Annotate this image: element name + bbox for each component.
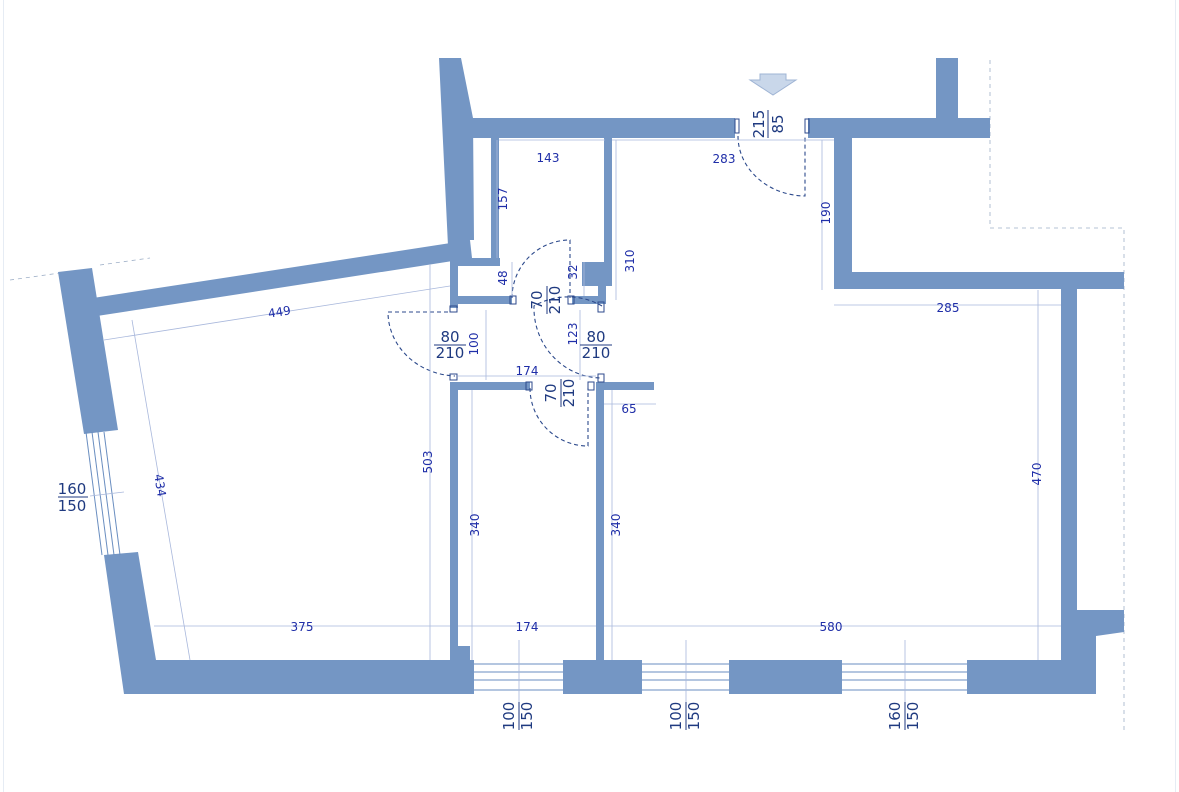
dimension-lines <box>89 139 1061 702</box>
wall-right-vertical <box>1061 288 1077 618</box>
dim-340-left: 340 <box>468 514 482 537</box>
dim-285: 285 <box>937 301 960 315</box>
wall-diagonal-top <box>93 240 472 316</box>
wall-bottom-pier-1 <box>563 660 642 694</box>
wall-top-right <box>808 118 990 138</box>
window-bottom-1-label: 100 150 <box>500 702 536 731</box>
svg-text:80: 80 <box>440 328 459 346</box>
windows <box>85 431 967 691</box>
wall-main-room-top <box>596 382 654 390</box>
dim-123: 123 <box>566 323 580 346</box>
door-bath-swing <box>509 239 575 305</box>
page-frame-left <box>3 0 4 792</box>
wall-bath-bottom-left <box>456 296 512 304</box>
svg-text:160: 160 <box>886 702 904 731</box>
svg-text:80: 80 <box>586 328 605 346</box>
wall-hall-top <box>491 136 499 261</box>
door-left-room-label: 80 210 <box>434 328 466 362</box>
wall-top-left <box>470 118 735 138</box>
wall-core-vertical <box>834 136 852 288</box>
entrance-door-swing <box>734 118 810 197</box>
svg-text:150: 150 <box>58 497 87 515</box>
wall-stub-1 <box>582 262 610 286</box>
wall-partition-left <box>450 382 458 660</box>
window-bottom-1 <box>474 663 563 691</box>
window-bottom-3 <box>842 663 967 691</box>
dim-157: 157 <box>496 188 510 211</box>
door-small-room-swing <box>525 381 595 447</box>
svg-text:150: 150 <box>518 702 536 731</box>
dim-32: 32 <box>566 264 580 279</box>
wall-inner-left <box>450 262 458 308</box>
dim-580: 580 <box>820 620 843 634</box>
svg-text:70: 70 <box>528 290 546 309</box>
dim-375: 375 <box>291 620 314 634</box>
door-swings <box>387 118 810 447</box>
dim-283: 283 <box>713 152 736 166</box>
svg-text:150: 150 <box>685 702 703 731</box>
wall-top-stub <box>936 58 958 120</box>
wall-left-upper <box>58 268 118 434</box>
dim-174-bottom: 174 <box>516 620 539 634</box>
dim-470: 470 <box>1030 463 1044 486</box>
svg-text:100: 100 <box>667 702 685 731</box>
door-bath-label: 70 210 <box>528 286 564 315</box>
door-main-swing <box>533 296 605 383</box>
dim-143: 143 <box>537 151 560 165</box>
dim-310: 310 <box>623 250 637 273</box>
window-bottom-3-label: 160 150 <box>886 702 922 731</box>
svg-text:85: 85 <box>769 114 787 133</box>
door-small-room-label: 70 210 <box>542 379 578 408</box>
svg-text:100: 100 <box>500 702 518 731</box>
svg-text:210: 210 <box>546 286 564 315</box>
wall-bottom-pier-3 <box>967 660 1096 694</box>
wall-top-left-diagonal <box>439 58 474 246</box>
svg-text:210: 210 <box>436 344 465 362</box>
svg-text:160: 160 <box>58 480 87 498</box>
door-left-room-swing <box>387 305 458 381</box>
entrance-door-label: 85 215 <box>750 110 787 139</box>
svg-text:210: 210 <box>582 344 611 362</box>
dim-65: 65 <box>621 402 636 416</box>
dim-434: 434 <box>151 473 168 498</box>
page-frame-right <box>1175 0 1176 792</box>
wall-inner-top <box>450 258 500 266</box>
wall-small-room-top <box>456 382 530 390</box>
wall-partition-right <box>596 382 604 660</box>
opening-labels: 85 215 80 210 70 210 80 210 70 210 <box>58 110 922 731</box>
window-bottom-2-label: 100 150 <box>667 702 703 731</box>
dim-340-right: 340 <box>609 514 623 537</box>
entrance-arrow-icon <box>748 73 798 96</box>
wall-left-lower <box>104 552 474 694</box>
dim-449: 449 <box>267 303 292 320</box>
walls <box>58 58 1124 694</box>
dim-174-top: 174 <box>516 364 539 378</box>
window-bottom-2 <box>642 663 729 691</box>
dim-503: 503 <box>421 451 435 474</box>
wall-right-short <box>598 286 606 302</box>
dim-100: 100 <box>467 333 481 356</box>
dim-48: 48 <box>496 270 510 285</box>
svg-text:215: 215 <box>750 110 768 139</box>
svg-text:70: 70 <box>542 383 560 402</box>
door-main-label: 80 210 <box>580 328 612 362</box>
wall-corner-post <box>454 646 470 662</box>
wall-hall-mid <box>604 136 612 286</box>
dimension-labels: 143 283 157 190 310 48 32 449 285 100 12… <box>151 151 1044 634</box>
wall-core-horizontal <box>834 272 1124 289</box>
exterior-reference-lines <box>9 60 1125 730</box>
window-left <box>85 431 121 556</box>
svg-text:150: 150 <box>904 702 922 731</box>
svg-text:210: 210 <box>560 379 578 408</box>
dim-190: 190 <box>819 202 833 225</box>
window-left-label: 160 150 <box>58 480 88 515</box>
wall-bottom-pier-2 <box>729 660 842 694</box>
